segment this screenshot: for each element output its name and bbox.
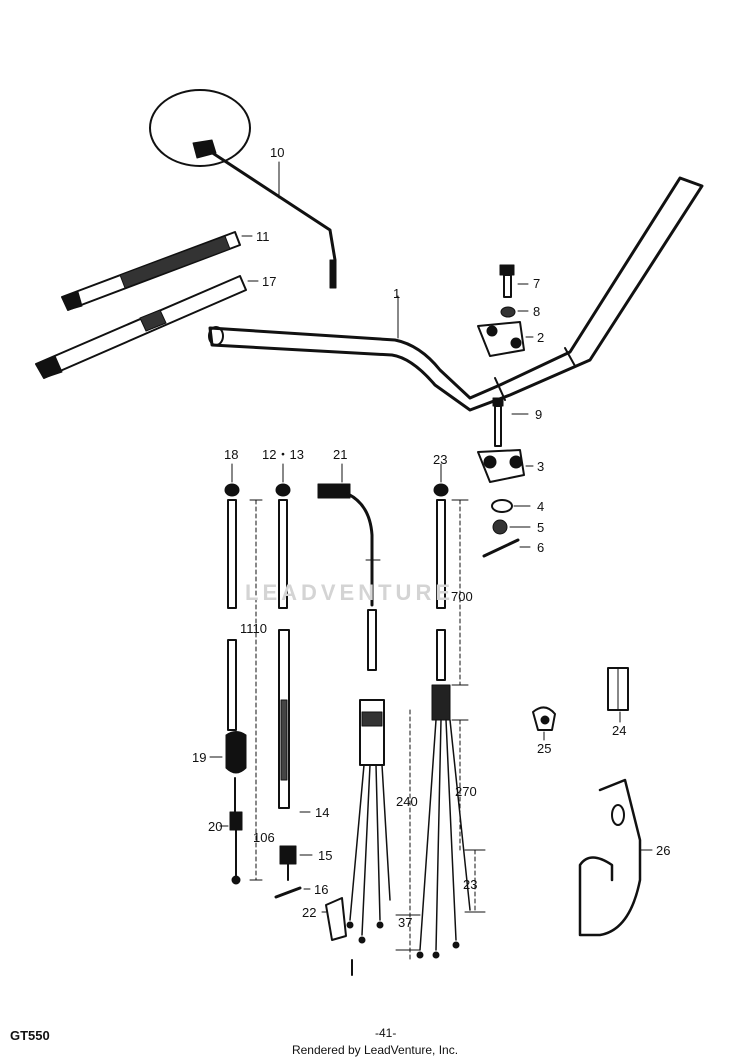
dimension-1110: 1110 bbox=[240, 621, 267, 636]
callout-3: 3 bbox=[537, 459, 545, 474]
callout-10: 10 bbox=[270, 145, 285, 160]
boot-part-22 bbox=[321, 897, 347, 941]
clamp-part-24 bbox=[607, 667, 629, 723]
dimension-270: 270 bbox=[455, 784, 477, 799]
grip-part-17 bbox=[35, 275, 259, 379]
callout-21: 21 bbox=[333, 447, 348, 462]
callout-23-bottom: 23 bbox=[463, 877, 478, 892]
callout-4: 4 bbox=[537, 499, 545, 514]
clamp-bolt-part bbox=[477, 264, 534, 357]
callout-5: 5 bbox=[537, 520, 545, 535]
model-label: GT550 bbox=[10, 1028, 50, 1043]
credit-text: Rendered by LeadVenture, Inc. bbox=[291, 1043, 459, 1057]
callout-15: 15 bbox=[318, 848, 333, 863]
callout-18: 18 bbox=[224, 447, 239, 462]
callout-12-13: 12・13 bbox=[262, 447, 304, 462]
callout-24: 24 bbox=[612, 723, 627, 738]
callout-17: 17 bbox=[262, 274, 277, 289]
callout-25: 25 bbox=[537, 741, 552, 756]
grip-part-11 bbox=[61, 231, 253, 311]
dimension-37: 37 bbox=[398, 915, 413, 930]
callout-2: 2 bbox=[537, 330, 545, 345]
dimension-240: 240 bbox=[396, 794, 418, 809]
callout-22: 22 bbox=[302, 905, 317, 920]
callout-1: 1 bbox=[393, 286, 401, 301]
watermark-text: LEADVENTURE bbox=[245, 580, 455, 605]
callout-20: 20 bbox=[208, 819, 223, 834]
clip-part-25 bbox=[532, 706, 556, 741]
callout-7: 7 bbox=[533, 276, 541, 291]
cable-part-12-13 bbox=[274, 463, 313, 899]
callout-16: 16 bbox=[314, 882, 329, 897]
callout-26: 26 bbox=[656, 843, 671, 858]
callout-8: 8 bbox=[533, 304, 541, 319]
dimension-700: 700 bbox=[451, 589, 473, 604]
handlebar-part bbox=[208, 176, 704, 412]
mirror-part bbox=[149, 89, 337, 289]
callout-14: 14 bbox=[315, 805, 330, 820]
lower-clamp-part bbox=[477, 397, 534, 558]
dimension-106: 106 bbox=[253, 830, 275, 845]
callout-9: 9 bbox=[535, 407, 543, 422]
callout-23-top: 23 bbox=[433, 452, 448, 467]
page-number: -41- bbox=[375, 1026, 397, 1040]
cable-part-23 bbox=[416, 463, 486, 959]
throttle-cable-part-21 bbox=[317, 463, 421, 976]
cable-part-18 bbox=[209, 463, 263, 885]
callout-6: 6 bbox=[537, 540, 545, 555]
callout-11: 11 bbox=[256, 229, 270, 244]
bracket-part-26 bbox=[578, 778, 653, 937]
callout-19: 19 bbox=[192, 750, 207, 765]
